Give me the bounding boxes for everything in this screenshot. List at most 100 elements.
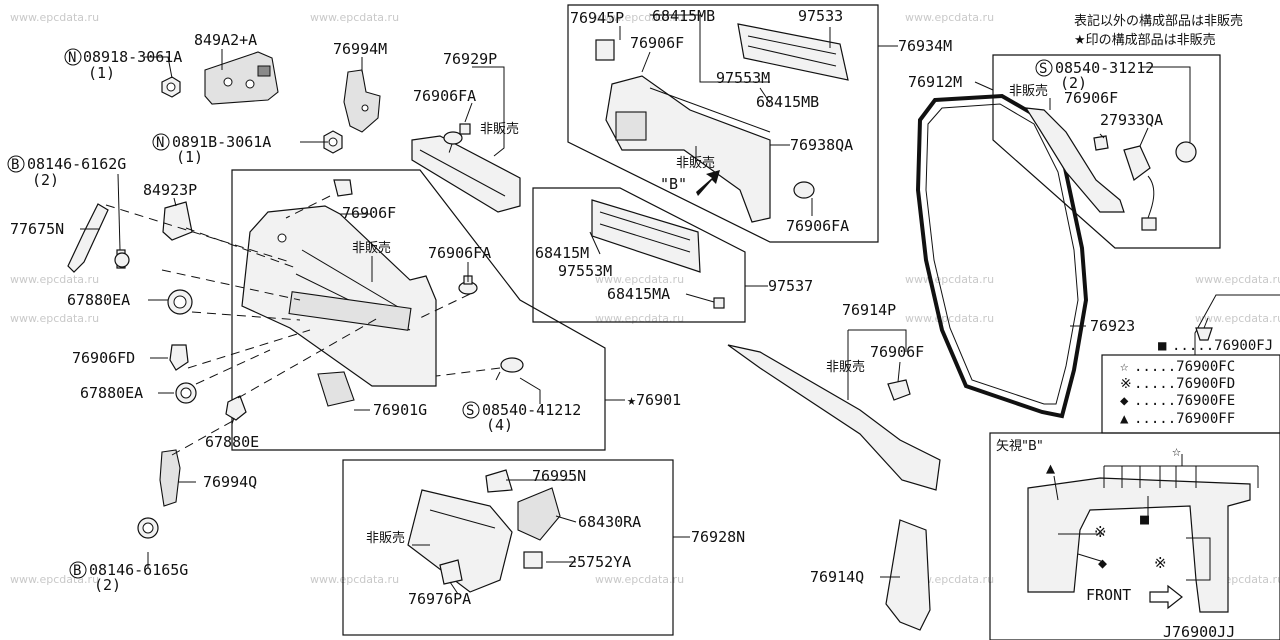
watermark-text: www.epcdata.ru — [595, 11, 684, 24]
label-67880ea: 67880EA — [80, 384, 143, 402]
bolt-08146-6162g — [114, 252, 130, 268]
label-76934m: 76934M — [898, 37, 952, 55]
legend-symbol: ☆ — [1120, 359, 1129, 375]
marker-triangle: ▲ — [1046, 459, 1055, 477]
label-76928n: 76928N — [691, 528, 745, 546]
label-84923p: 84923P — [143, 181, 197, 199]
marker-asterisk: ※ — [1154, 554, 1167, 572]
watermark-text: www.epcdata.ru — [310, 573, 399, 586]
label-25752ya: 25752YA — [568, 553, 631, 571]
label-68430ra: 68430RA — [578, 513, 641, 531]
group-outline-76934m — [567, 4, 879, 243]
group-outline-76928n — [342, 459, 674, 636]
label-76945p: 76945P — [570, 9, 624, 27]
watermark-text: www.epcdata.ru — [595, 273, 684, 286]
clip-76995n — [485, 469, 513, 493]
label-68415mb: 68415MB — [756, 93, 819, 111]
label-76914p: 76914P — [842, 301, 896, 319]
legend-code: .....76900FF — [1134, 411, 1235, 427]
nut-0891b — [323, 130, 343, 154]
legend-clip-box — [1194, 294, 1280, 355]
label-76994q: 76994Q — [203, 473, 257, 491]
prefix-n: N — [68, 50, 76, 66]
label-76901g: 76901G — [373, 401, 427, 419]
label-nonsale: 非販売 — [676, 155, 715, 171]
label-76995n: 76995N — [532, 467, 586, 485]
view-b-markers: 矢視"B" ▲ ☆ ■ ※ ◆ ※ FRONT — [996, 439, 1183, 610]
lamp-97533 — [737, 23, 849, 81]
group-outline-76912m — [992, 54, 1221, 249]
watermark-text: www.epcdata.ru — [310, 11, 399, 24]
marker-star: ☆ — [1172, 442, 1181, 460]
label-08540-41212: 08540-41212 — [482, 401, 581, 419]
label-nonsale: 非販売 — [826, 359, 865, 375]
lamp-97537 — [591, 199, 725, 309]
watermark-text: www.epcdata.ru — [905, 273, 994, 286]
label-76976pa: 76976PA — [408, 590, 471, 608]
watermark-text: www.epcdata.ru — [905, 11, 994, 24]
view-b-arrow-icon — [696, 170, 720, 196]
clip-76900fj — [1195, 327, 1213, 341]
clip-76906f-1 — [333, 179, 353, 197]
bracket-76994m — [343, 69, 381, 133]
alignment-lines — [105, 143, 501, 456]
label-77675n: 77675N — [10, 220, 64, 238]
label-08146-6162g: 08146-6162G — [27, 155, 126, 173]
label-68415m: 68415M — [535, 244, 589, 262]
label-76906fa: 76906FA — [428, 244, 491, 262]
label-76906f: 76906F — [342, 204, 396, 222]
bolt-08146-6165g — [137, 517, 159, 539]
label-nonsale: 非販売 — [366, 530, 405, 546]
watermark-text: www.epcdata.ru — [10, 11, 99, 24]
view-b-drawing — [1027, 454, 1259, 613]
watermark-text: www.epcdata.ru — [10, 312, 99, 325]
label-97553m: 97553M — [716, 69, 770, 87]
label-76994m: 76994M — [333, 40, 387, 58]
label-68415ma: 68415MA — [607, 285, 670, 303]
legend-code: .....76900FD — [1134, 376, 1235, 392]
label-0891b-3061a: 0891B-3061A — [172, 133, 271, 151]
label-nonsale: 非販売 — [1009, 83, 1048, 99]
legend-symbol: ※ — [1120, 376, 1132, 392]
label-76912m: 76912M — [908, 73, 962, 91]
trim-panel-76901 — [241, 205, 437, 387]
watermark-text: www.epcdata.ru — [1195, 273, 1280, 286]
clip-76976pa — [439, 559, 463, 585]
trim-76928n — [407, 489, 513, 593]
marker-asterisk: ※ — [1094, 523, 1107, 541]
front-arrow-icon — [1149, 584, 1183, 610]
label-qty: (4) — [486, 416, 513, 434]
label-849a2a: 849A2+A — [194, 31, 257, 49]
prefix-b: B — [73, 563, 81, 579]
weatherstrip-76923-inner — [925, 103, 1079, 405]
front-label: FRONT — [1086, 586, 1131, 604]
watermark-text: www.epcdata.ru — [10, 573, 99, 586]
label-76906f: 76906F — [1064, 89, 1118, 107]
label-97537: 97537 — [768, 277, 813, 295]
part-labels: 08918-3061A (1) 849A2+A 76994M 76929P 76… — [10, 7, 1163, 608]
label-76906f: 76906F — [870, 343, 924, 361]
clip-76906fa-3 — [793, 181, 815, 199]
note-line-2: ★印の構成部品は非販売 — [1074, 32, 1216, 48]
watermark-text: www.epcdata.ru — [1195, 312, 1280, 325]
label-76938qa: 76938QA — [790, 136, 853, 154]
group-outline-76901 — [231, 169, 606, 451]
label-76906f: 76906F — [630, 34, 684, 52]
label-76923: 76923 — [1090, 317, 1135, 335]
legend-symbol: ◆ — [1120, 393, 1129, 409]
label-97533: 97533 — [798, 7, 843, 25]
prefix-s: S — [466, 403, 474, 419]
label-27933qa: 27933QA — [1100, 111, 1163, 129]
label-view-b: "B" — [660, 175, 687, 193]
screw-08540-41212 — [495, 357, 524, 381]
label-qty: (2) — [32, 171, 59, 189]
trim-76934m — [605, 75, 771, 223]
clip-76906fd — [169, 344, 189, 371]
prefix-b: B — [11, 157, 19, 173]
label-08540-31212: 08540-31212 — [1055, 59, 1154, 77]
label-qty: (1) — [176, 148, 203, 166]
nut-08918 — [161, 76, 181, 98]
symbol-legend: ■ .....76900FJ ☆ .....76900FC ※ .....769… — [1120, 338, 1273, 427]
panel-76929p — [411, 135, 521, 213]
group-outline-97537 — [532, 187, 746, 323]
